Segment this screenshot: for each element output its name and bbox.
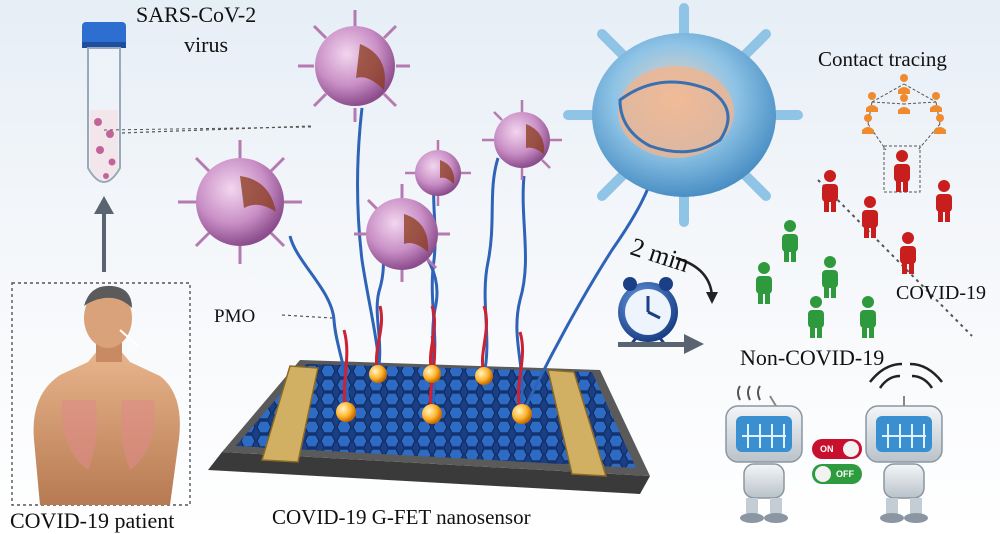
virus-particle-3 <box>354 184 450 282</box>
on-switch-icon: ON <box>812 439 862 459</box>
virus-leader-line-2 <box>103 126 313 131</box>
up-arrow-icon <box>94 196 114 272</box>
covid-people <box>822 150 952 274</box>
off-switch-knob <box>815 466 831 482</box>
virus-label: SARS-CoV-2 <box>136 2 257 27</box>
non-covid-people <box>756 220 876 338</box>
clock-icon <box>618 277 678 347</box>
non-covid-label: Non-COVID-19 <box>740 345 885 370</box>
test-tube-icon <box>82 22 126 183</box>
virus-label-2: virus <box>184 32 228 57</box>
virus-particle-5 <box>482 100 562 180</box>
off-switch-label: OFF <box>836 469 854 479</box>
right-arrow-icon <box>618 334 704 354</box>
covid-label: COVID-19 <box>896 282 986 304</box>
on-switch-knob <box>843 441 859 457</box>
time-curve-arrowhead <box>706 292 718 304</box>
time-curve-arrow <box>675 256 714 297</box>
patient-figure <box>33 285 180 505</box>
robot-left <box>725 385 803 523</box>
pmo-leader-line <box>281 314 333 319</box>
contact-tracing-label: Contact tracing <box>818 47 947 71</box>
zoomed-virus <box>563 3 803 227</box>
group-divider <box>817 179 973 337</box>
virus-leader-line <box>121 125 313 134</box>
virus-particle-4 <box>405 140 471 206</box>
patient-label: COVID-19 patient <box>10 508 175 533</box>
on-switch-label: ON <box>820 444 834 454</box>
contact-nodes <box>862 74 946 134</box>
off-switch-icon: OFF <box>812 464 862 484</box>
robot-right <box>865 362 943 523</box>
pmo-label: PMO <box>214 306 256 327</box>
sensor-label: COVID-19 G-FET nanosensor <box>272 505 531 529</box>
virus-particle-2 <box>298 10 410 122</box>
gold-beads <box>336 365 532 424</box>
virus-particle-1 <box>178 140 302 264</box>
source-electrode <box>261 365 319 463</box>
drain-electrode <box>547 369 608 477</box>
